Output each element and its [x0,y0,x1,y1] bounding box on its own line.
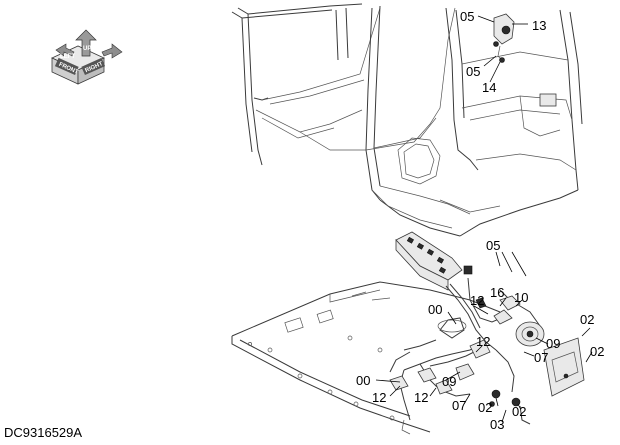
callout-14: 14 [482,80,496,95]
callout-02: 02 [478,400,492,415]
callout-09: 09 [442,374,456,389]
leader-lines [375,15,593,423]
cab-frame [231,3,583,237]
callout-labels: 05 13 05 14 05 16 10 00 12 09 02 12 02 0… [356,9,604,432]
drawing-id: DC9316529A [4,425,82,440]
callout-03: 03 [490,417,504,432]
callout-12: 12 [372,390,386,405]
callout-00: 00 [356,373,370,388]
callout-07: 07 [534,350,548,365]
orientation-label-up: UP [83,46,91,52]
callout-10: 10 [514,290,528,305]
floor-plate [231,281,501,433]
callout-02: 02 [590,344,604,359]
callout-12: 12 [414,390,428,405]
callout-05: 05 [460,9,474,24]
callout-07: 07 [452,398,466,413]
callout-00: 00 [428,302,442,317]
callout-05: 05 [466,64,480,79]
switch-console [395,231,473,291]
orientation-cube-icon: UP FRONT LEFT RIGHT [51,29,123,85]
callout-12: 12 [476,334,490,349]
callout-05: 05 [486,238,500,253]
callout-16: 16 [490,285,504,300]
callout-13: 13 [532,18,546,33]
orientation-label-left: LEFT [60,54,75,60]
callout-02: 02 [512,404,526,419]
callout-09: 09 [546,336,560,351]
wire-harness [389,277,585,435]
callout-12: 12 [470,293,484,308]
callout-02: 02 [580,312,594,327]
